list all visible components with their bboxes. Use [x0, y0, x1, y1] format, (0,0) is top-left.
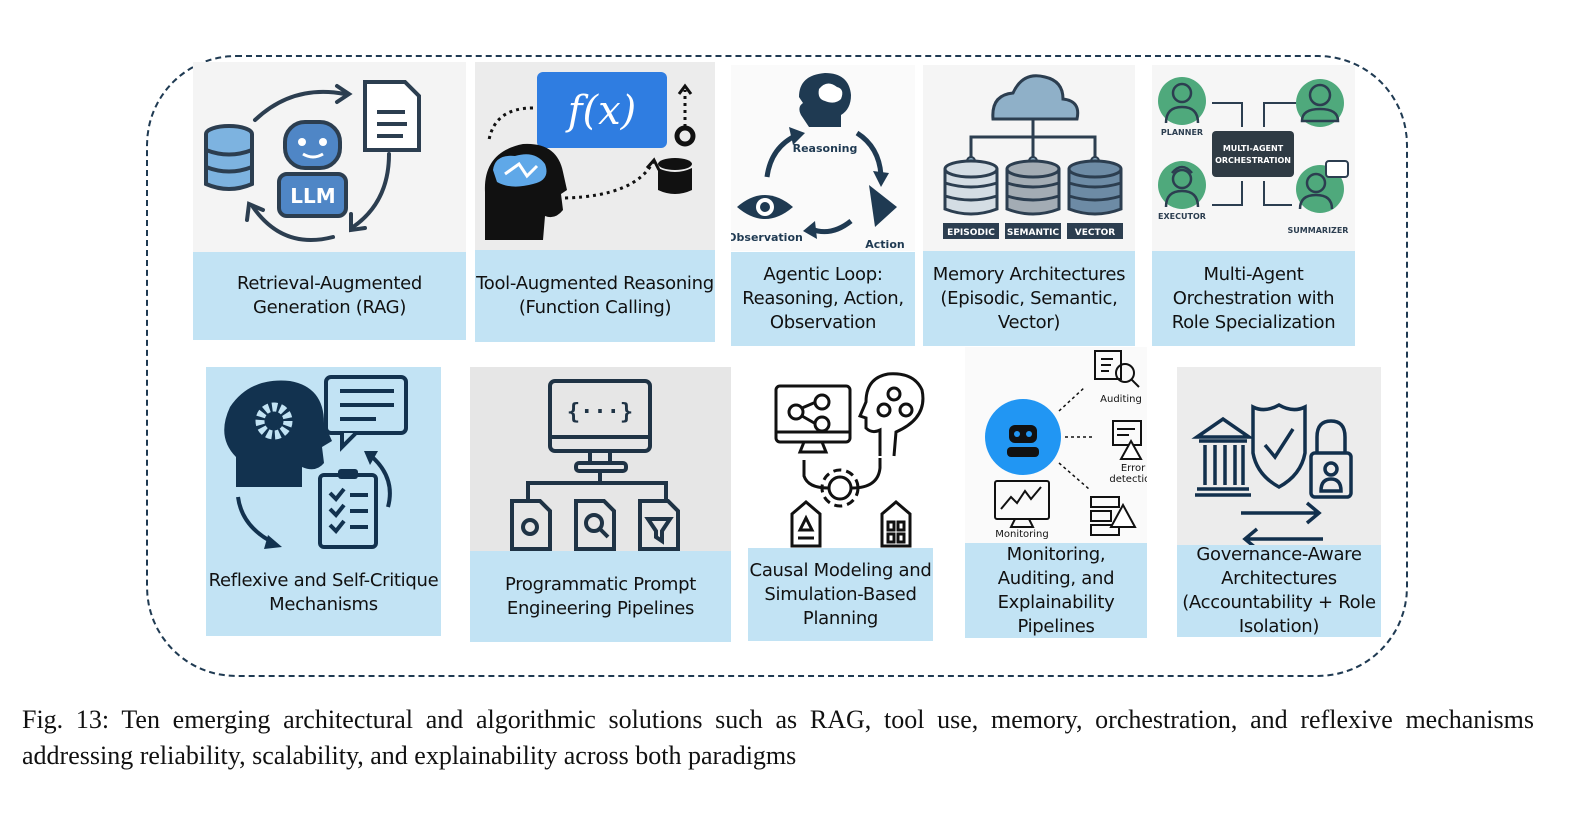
multi-agent-icon: MULTI-AGENT ORCHESTRATION PLANNER EXECUT…	[1152, 65, 1355, 251]
planner-text: PLANNER	[1161, 128, 1203, 137]
card-monitoring: Auditing Error detection Monitoring Moni…	[965, 347, 1147, 638]
self-critique-icon	[206, 367, 441, 550]
code-braces-text: {···}	[567, 400, 633, 425]
card-label: Retrieval-Augmented Generation (RAG)	[193, 252, 466, 340]
card-label: Monitoring, Auditing, and Explainability…	[965, 543, 1147, 638]
monitoring-text: Monitoring	[995, 529, 1048, 540]
observation-text: Observation	[731, 231, 803, 244]
detection-text: detection	[1109, 474, 1147, 485]
prompt-pipeline-icon: {···}	[470, 367, 731, 551]
reasoning-text: Reasoning	[793, 142, 858, 155]
card-tool-augmented: f(x) Tool-Augmented Reasoning (Function …	[475, 62, 715, 342]
executor-text: EXECUTOR	[1158, 212, 1206, 221]
episodic-text: EPISODIC	[947, 228, 995, 238]
card-label: Causal Modeling and Simulation-Based Pla…	[748, 548, 933, 641]
vector-text: VECTOR	[1075, 228, 1116, 238]
figure-caption: Fig. 13: Ten emerging architectural and …	[22, 705, 1534, 770]
card-rag: LLM Retrieval-Augmented Generation (RAG)	[193, 62, 466, 340]
orchestration-text: ORCHESTRATION	[1215, 156, 1291, 165]
card-prompt-pipelines: {···} Programmatic Prompt Engineering Pi…	[470, 367, 731, 642]
card-label: Programmatic Prompt Engineering Pipeline…	[470, 551, 731, 642]
monitoring-icon: Auditing Error detection Monitoring	[965, 347, 1147, 543]
card-reflexive: Reflexive and Self-Critique Mechanisms	[206, 367, 441, 636]
card-label: Governance-Aware Architectures (Accounta…	[1177, 544, 1381, 637]
function-call-icon: f(x)	[475, 62, 715, 250]
card-multi-agent: MULTI-AGENT ORCHESTRATION PLANNER EXECUT…	[1152, 65, 1355, 346]
action-text: Action	[865, 238, 904, 251]
auditing-text: Auditing	[1100, 394, 1142, 405]
error-text: Error	[1121, 463, 1146, 474]
governance-icon	[1177, 367, 1381, 545]
card-label: Memory Architectures (Episodic, Semantic…	[923, 251, 1135, 346]
agentic-loop-icon: Reasoning Action Observation	[731, 65, 915, 251]
memory-databases-icon: EPISODIC SEMANTIC VECTOR	[923, 65, 1135, 251]
card-memory: EPISODIC SEMANTIC VECTOR Memory Architec…	[923, 65, 1135, 346]
card-governance: Governance-Aware Architectures (Accounta…	[1177, 367, 1381, 637]
card-causal-modeling: Causal Modeling and Simulation-Based Pla…	[748, 368, 933, 641]
semantic-text: SEMANTIC	[1007, 228, 1060, 238]
function-text: f(x)	[565, 88, 637, 134]
card-label: Agentic Loop: Reasoning, Action, Observa…	[731, 252, 915, 346]
rag-cycle-icon: LLM	[193, 62, 466, 252]
card-agentic-loop: Reasoning Action Observation Agentic Loo…	[731, 65, 915, 346]
multi-agent-text: MULTI-AGENT	[1223, 144, 1284, 153]
dashed-group-border	[146, 55, 1408, 677]
llm-text: LLM	[290, 184, 335, 208]
card-label: Multi-Agent Orchestration with Role Spec…	[1152, 251, 1355, 346]
card-label: Tool-Augmented Reasoning (Function Calli…	[475, 250, 715, 342]
causal-planning-icon	[748, 368, 933, 548]
card-label: Reflexive and Self-Critique Mechanisms	[206, 550, 441, 636]
summarizer-text: SUMMARIZER	[1288, 226, 1349, 235]
